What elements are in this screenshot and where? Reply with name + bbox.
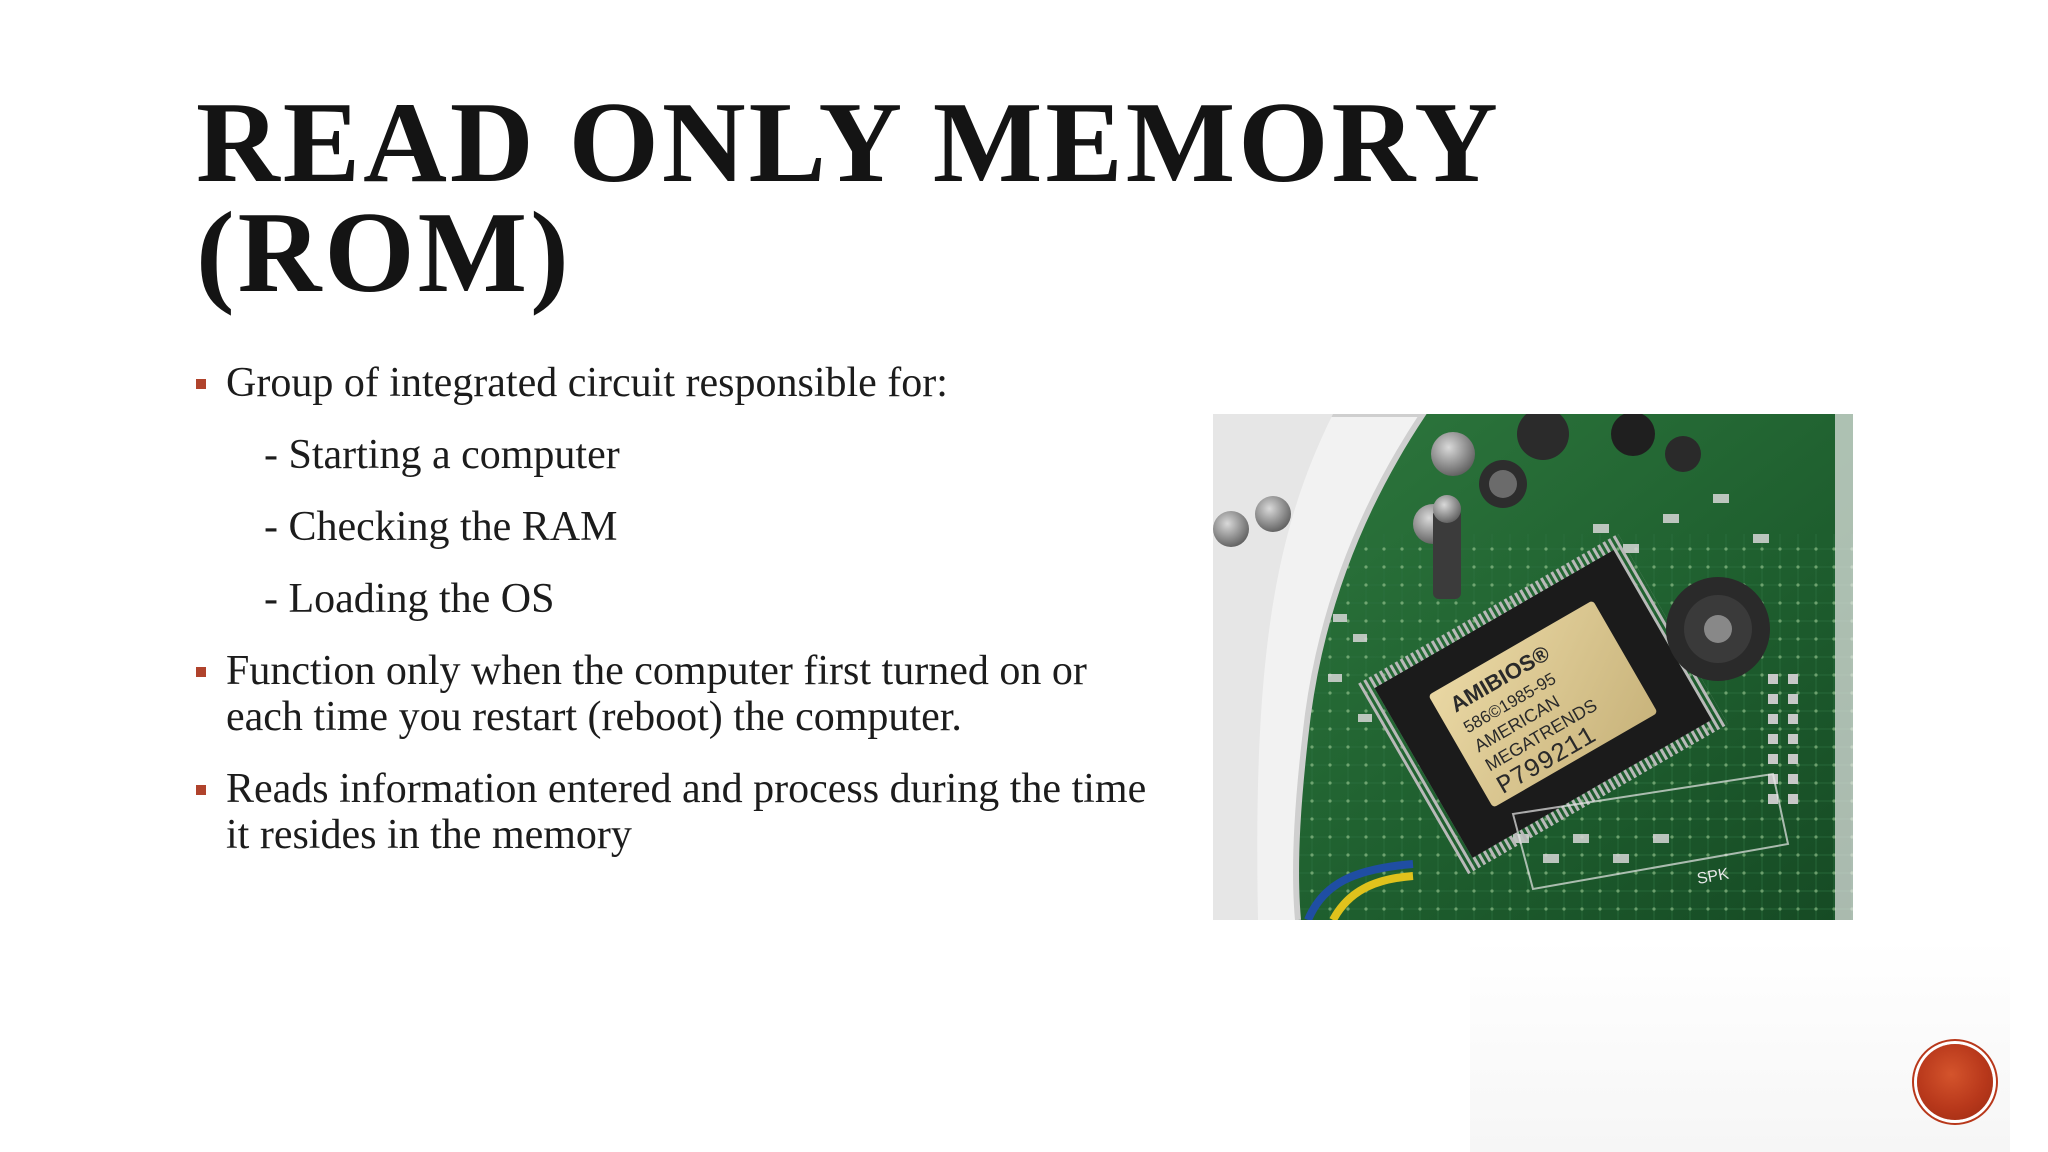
chip-label <box>1429 601 1657 807</box>
wires <box>1304 860 1414 920</box>
board-label: SPK <box>1696 866 1731 888</box>
bullet-marker-icon <box>196 785 206 795</box>
slide-title: READ ONLY MEMORY (ROM) <box>196 79 1596 317</box>
header-pins <box>1768 674 1798 804</box>
background-shade <box>1470 940 2010 1152</box>
bullet-item: Group of integrated circuit responsible … <box>196 360 1156 406</box>
bios-chip: AMIBIOS® 586©1985-95 AMERICAN MEGATRENDS… <box>1358 533 1728 875</box>
sub-item: - Loading the OS <box>264 576 555 622</box>
bullet-marker-icon <box>196 667 206 677</box>
sub-item: - Checking the RAM <box>264 504 618 550</box>
bullet-item: Reads information entered and process du… <box>196 766 1156 858</box>
bullet-text: Function only when the computer first tu… <box>226 648 1087 740</box>
buzzer <box>1666 577 1770 681</box>
bullet-text: Group of integrated circuit responsible … <box>226 360 948 406</box>
bullet-item: Function only when the computer first tu… <box>196 648 1156 740</box>
sub-item: - Starting a computer <box>264 432 620 478</box>
capacitors <box>1213 414 1701 599</box>
next-slide-button[interactable] <box>1917 1044 1993 1120</box>
motherboard-photo: AMIBIOS® 586©1985-95 AMERICAN MEGATRENDS… <box>1213 414 1853 920</box>
bullet-marker-icon <box>196 379 206 389</box>
title-line-2: (ROM) <box>196 189 572 317</box>
bullet-text: Reads information entered and process du… <box>226 766 1147 858</box>
slide-content: Group of integrated circuit responsible … <box>196 360 1156 858</box>
title-line-1: READ ONLY MEMORY <box>196 79 1501 207</box>
